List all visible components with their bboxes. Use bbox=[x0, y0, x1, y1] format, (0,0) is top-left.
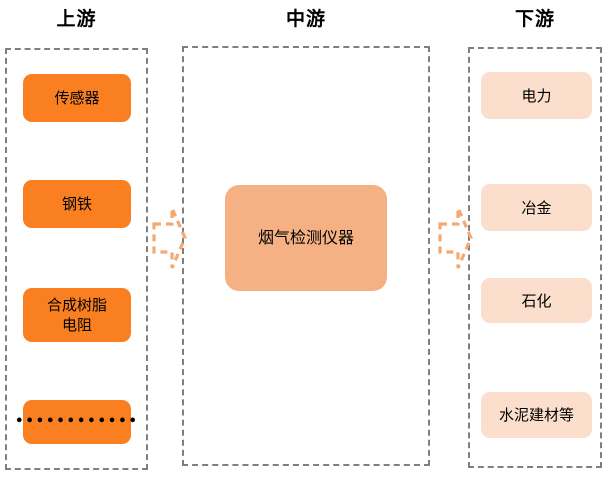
node-downstream-power[interactable]: 电力 bbox=[481, 72, 592, 119]
node-downstream-metallurgy[interactable]: 冶金 bbox=[481, 184, 592, 231]
column-title-midstream: 中游 bbox=[285, 8, 326, 30]
column-title-upstream: 上游 bbox=[56, 8, 97, 30]
node-downstream-petrochemical[interactable]: 石化 bbox=[481, 278, 592, 323]
ellipsis-dots: •••••••••••• bbox=[15, 414, 139, 429]
arrow-upstream-to-midstream-icon bbox=[152, 207, 187, 269]
node-midstream-flue-gas-detection-instrument[interactable]: 烟气检测仪器 bbox=[225, 185, 387, 291]
group-container-upstream bbox=[5, 48, 148, 470]
node-upstream-ellipsis[interactable]: •••••••••••• bbox=[15, 400, 137, 444]
group-container-midstream bbox=[182, 46, 430, 466]
node-upstream-steel[interactable]: 钢铁 bbox=[23, 180, 131, 228]
arrow-midstream-to-downstream-icon bbox=[438, 207, 473, 269]
node-upstream-sensor[interactable]: 传感器 bbox=[23, 74, 131, 122]
node-downstream-cement-building-materials[interactable]: 水泥建材等 bbox=[481, 392, 592, 438]
column-title-downstream: 下游 bbox=[514, 8, 555, 30]
node-upstream-synthetic-resin-resistor[interactable]: 合成树脂 电阻 bbox=[23, 288, 131, 342]
group-container-downstream bbox=[468, 47, 602, 468]
